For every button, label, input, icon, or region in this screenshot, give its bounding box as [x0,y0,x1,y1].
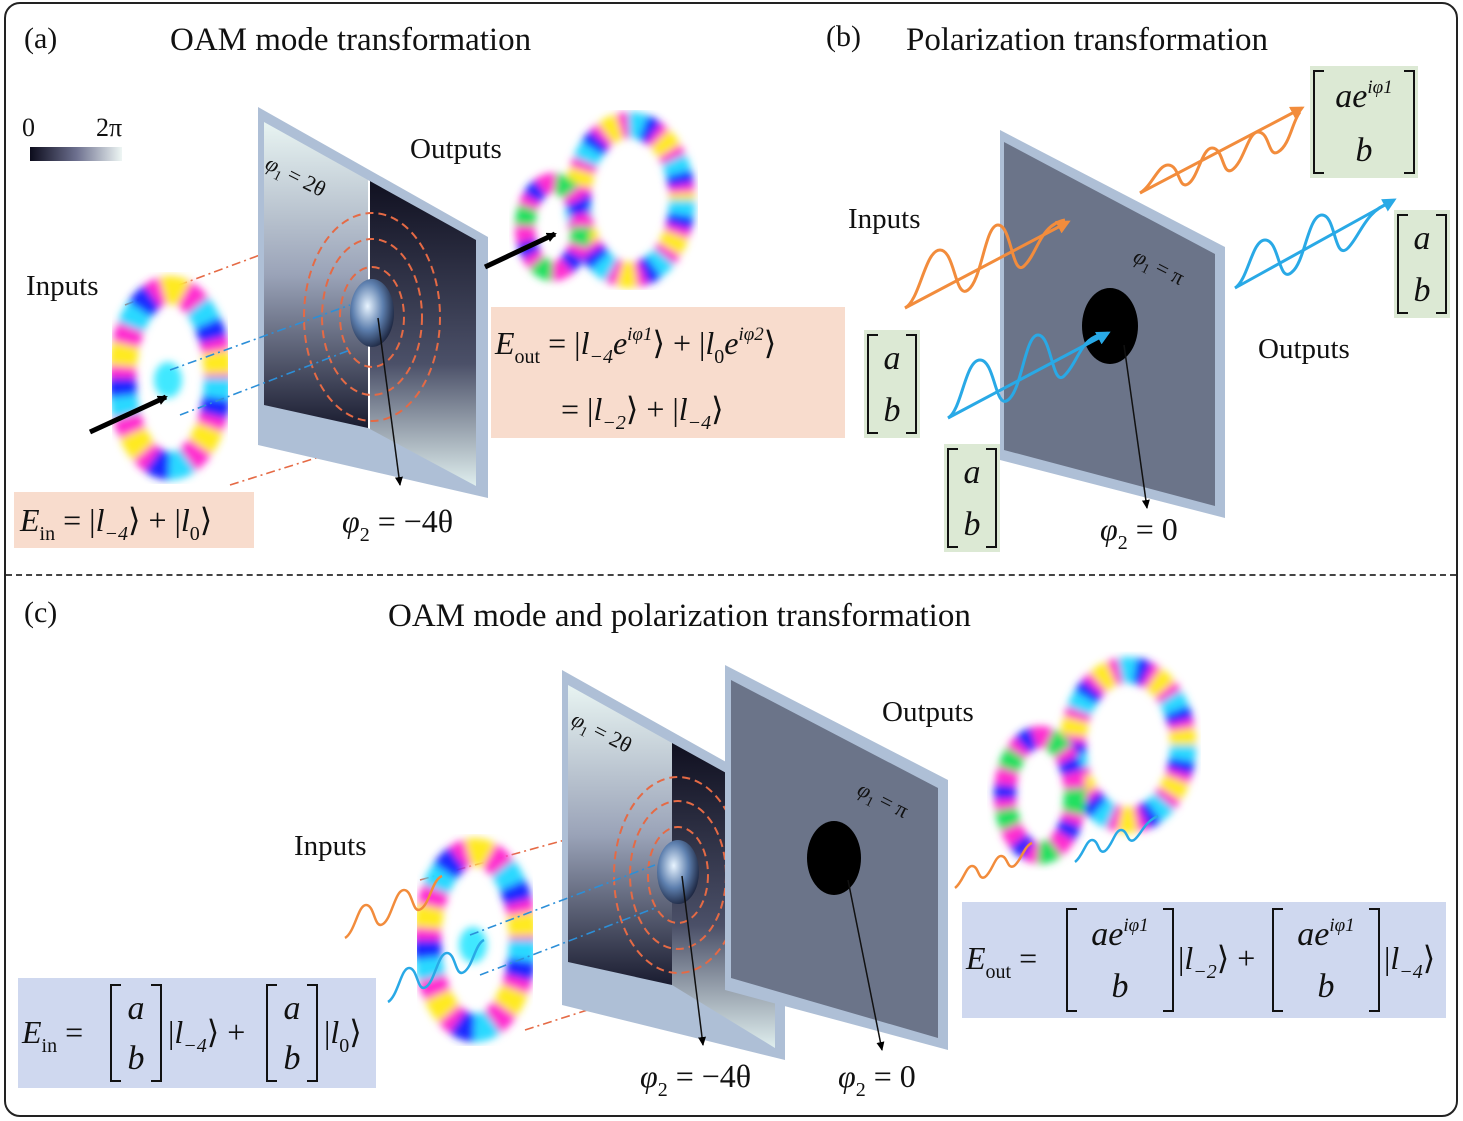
phase2-label-c-left: φ2 = −4θ [640,1058,752,1101]
outputs-label-a: Outputs [410,133,502,165]
colorbar-min-label: 0 [22,113,35,142]
colorbar [30,147,122,161]
panel-divider [6,574,1456,576]
input-oam-beam-c [413,838,537,1042]
phase-plate-c-polarization [725,665,948,1051]
panel-b-label: (b) [826,20,861,53]
phase2-label-c-right: φ2 = 0 [838,1058,916,1101]
output-polarized-beams-c [954,814,1159,889]
beams-b [904,106,1397,420]
inputs-label-b: Inputs [848,203,921,235]
output-equation-a: Eout = |l−4eiφ1⟩ + |l0eiφ2⟩ = |l−2⟩ + |l… [491,307,845,438]
inputs-label-c: Inputs [294,830,367,862]
outputs-label-c: Outputs [882,696,974,728]
panel-c-title: OAM mode and polarization transformation [388,598,971,634]
input-polarized-beams-c [344,874,485,1004]
output-oam-beams-a [515,112,695,288]
input-arrow-a [88,394,168,435]
output-arrow-a [483,231,557,270]
outputs-label-b: Outputs [1258,333,1350,365]
phase-plate-b [1000,130,1225,518]
phase-plate-a [258,107,488,498]
panel-a-label: (a) [24,22,58,55]
input-oam-beam-a [108,276,232,480]
inputs-label-a: Inputs [26,270,99,302]
output-oam-beams-c [994,657,1196,864]
panel-c-label: (c) [24,596,58,629]
colorbar-max-label: 2π [96,113,123,142]
phase2-label-b: φ2 = 0 [1100,511,1178,554]
input-equation-a: Ein = |l−4⟩ + |l0⟩ [14,492,254,548]
phase2-label-a: φ2 = −4θ [342,503,454,546]
panel-a-title: OAM mode transformation [170,22,532,58]
panel-b-title: Polarization transformation [906,22,1268,58]
figure-frame [4,2,1458,1117]
